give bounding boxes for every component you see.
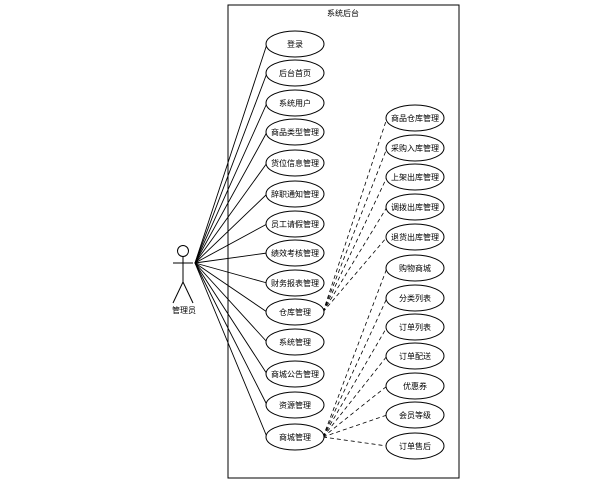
use-case-label: 商品类型管理 [271, 127, 319, 137]
use-case-label: 系统管理 [279, 337, 311, 347]
use-case-dashboard[interactable]: 后台首页 [265, 59, 325, 87]
use-case-label: 退货出库管理 [391, 232, 439, 242]
use-case-mall[interactable]: 商城管理 [265, 423, 325, 451]
actor-head-icon [177, 245, 189, 257]
use-case-label: 上架出库管理 [391, 172, 439, 182]
use-case-label: 商城公告管理 [271, 369, 319, 379]
actor-admin [172, 245, 194, 304]
use-case-finance[interactable]: 财务报表管理 [265, 269, 325, 297]
use-case-label: 系统用户 [279, 98, 311, 108]
dependency-line [322, 236, 388, 313]
dependency-line [322, 414, 388, 438]
association-line [194, 262, 268, 284]
use-case-label: 订单售后 [399, 441, 431, 451]
use-case-label: 会员等级 [399, 410, 431, 420]
use-case-shelf-outbound[interactable]: 上架出库管理 [385, 163, 445, 191]
use-case-category-list[interactable]: 分类列表 [385, 284, 445, 312]
use-case-transfer-outbound[interactable]: 调拨出库管理 [385, 193, 445, 221]
use-case-location-info[interactable]: 货位信息管理 [265, 149, 325, 177]
use-case-label: 采购入库管理 [391, 143, 439, 153]
use-case-label: 订单列表 [399, 322, 431, 332]
use-case-label: 分类列表 [399, 293, 431, 303]
use-case-label: 辞职通知管理 [271, 189, 319, 199]
association-line [194, 252, 268, 264]
use-case-performance[interactable]: 绩效考核管理 [265, 239, 325, 267]
dependency-lines [322, 117, 388, 447]
use-case-label: 员工请假管理 [271, 219, 319, 229]
use-case-label: 商品仓库管理 [391, 113, 439, 123]
use-case-label: 资源管理 [279, 400, 311, 410]
use-case-label: 绩效考核管理 [271, 248, 319, 258]
use-case-order-delivery[interactable]: 订单配送 [385, 342, 445, 370]
dependency-line [322, 436, 388, 447]
dependency-line [322, 176, 388, 313]
association-line [194, 162, 268, 264]
system-boundary [227, 4, 460, 479]
use-case-label: 调拨出库管理 [391, 202, 439, 212]
use-case-system-users[interactable]: 系统用户 [265, 89, 325, 117]
association-line [194, 262, 268, 313]
use-case-login[interactable]: 登录 [265, 30, 325, 58]
use-case-announcement[interactable]: 商城公告管理 [265, 360, 325, 388]
association-line [194, 131, 268, 264]
system-title: 系统后台 [327, 8, 359, 18]
use-case-after-sales[interactable]: 订单售后 [385, 432, 445, 460]
use-case-leave[interactable]: 员工请假管理 [265, 210, 325, 238]
use-case-return-outbound[interactable]: 退货出库管理 [385, 223, 445, 251]
use-case-product-type[interactable]: 商品类型管理 [265, 118, 325, 146]
association-lines [194, 43, 268, 438]
dependency-line [322, 147, 388, 313]
dependency-line [322, 206, 388, 313]
use-case-label: 后台首页 [279, 68, 311, 78]
association-line [194, 262, 268, 343]
dependency-line [322, 117, 388, 313]
use-case-resources[interactable]: 资源管理 [265, 391, 325, 419]
association-line [194, 43, 268, 264]
use-case-label: 登录 [287, 39, 303, 49]
use-case-member-level[interactable]: 会员等级 [385, 401, 445, 429]
dependency-line [322, 297, 388, 438]
association-line [194, 262, 268, 375]
use-case-label: 仓库管理 [279, 307, 311, 317]
actor-label: 管理员 [172, 305, 196, 315]
dependency-line [322, 326, 388, 438]
use-case-label: 商城管理 [279, 432, 311, 442]
use-case-label: 货位信息管理 [271, 158, 319, 168]
dependency-line [322, 267, 388, 438]
use-case-resignation[interactable]: 辞职通知管理 [265, 180, 325, 208]
use-case-order-list[interactable]: 订单列表 [385, 313, 445, 341]
association-line [194, 193, 268, 264]
use-case-label: 财务报表管理 [271, 278, 319, 288]
use-case-label: 购物商城 [399, 263, 431, 273]
use-case-label: 订单配送 [399, 351, 431, 361]
use-case-system-mgmt[interactable]: 系统管理 [265, 328, 325, 356]
dependency-line [322, 355, 388, 438]
dependency-line [322, 385, 388, 438]
use-case-coupon[interactable]: 优惠券 [385, 372, 445, 400]
association-line [194, 72, 268, 264]
association-line [194, 223, 268, 264]
use-case-label: 优惠券 [403, 381, 427, 391]
association-line [194, 262, 268, 438]
association-line [194, 262, 268, 406]
association-line [194, 102, 268, 264]
use-case-purchase-inbound[interactable]: 采购入库管理 [385, 134, 445, 162]
use-case-shopping-mall[interactable]: 购物商城 [385, 254, 445, 282]
use-case-warehouse[interactable]: 仓库管理 [265, 298, 325, 326]
use-case-product-warehouse[interactable]: 商品仓库管理 [385, 104, 445, 132]
